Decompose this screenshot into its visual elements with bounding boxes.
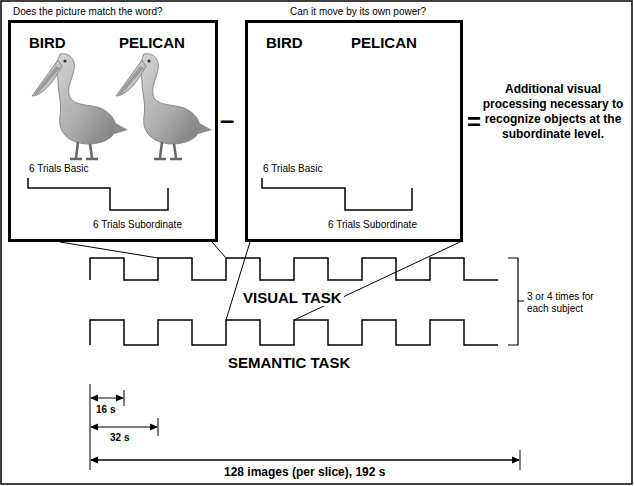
trial-label: 6 Trials Basic bbox=[263, 163, 322, 175]
dimension-label: 128 images (per slice), 192 s bbox=[222, 466, 387, 480]
minus-sign: – bbox=[220, 106, 234, 136]
trial-label: 6 Trials Basic bbox=[29, 163, 88, 175]
task-label: SEMANTIC TASK bbox=[226, 354, 352, 371]
conclusion-note: Additional visual processing necessary t… bbox=[480, 82, 626, 142]
dimension-label: 32 s bbox=[110, 432, 129, 444]
repeat-bracket bbox=[508, 258, 524, 345]
task-label: VISUAL TASK bbox=[241, 289, 344, 306]
word-label: BIRD bbox=[29, 34, 66, 51]
task-box: Can it move by its own power?BIRDPELICAN… bbox=[245, 20, 463, 242]
trial-label: 6 Trials Subordinate bbox=[93, 219, 182, 231]
dimension-label: 16 s bbox=[96, 404, 115, 416]
semantic-wave bbox=[90, 320, 498, 345]
dimension-arrow bbox=[91, 459, 519, 461]
block-wave bbox=[28, 178, 168, 210]
repeat-note: 3 or 4 times for each subject bbox=[527, 291, 611, 315]
dimension-arrow bbox=[91, 427, 157, 428]
trial-label: 6 Trials Subordinate bbox=[328, 219, 417, 231]
visual-wave bbox=[90, 258, 498, 280]
task-question: Does the picture match the word? bbox=[13, 6, 163, 18]
equals-sign: = bbox=[467, 108, 481, 136]
task-question: Can it move by its own power? bbox=[290, 6, 426, 18]
word-label: PELICAN bbox=[351, 34, 417, 51]
pelican-image bbox=[32, 54, 128, 159]
zoom-line bbox=[60, 242, 226, 258]
word-label: BIRD bbox=[266, 34, 303, 51]
pelican-image bbox=[116, 54, 212, 159]
task-box: Does the picture match the word?BIRDPELI… bbox=[8, 20, 218, 242]
block-wave bbox=[262, 178, 412, 210]
word-label: PELICAN bbox=[119, 34, 185, 51]
dimension-tick bbox=[90, 384, 520, 470]
zoom-line bbox=[226, 242, 460, 320]
dimension-arrow bbox=[91, 398, 123, 399]
